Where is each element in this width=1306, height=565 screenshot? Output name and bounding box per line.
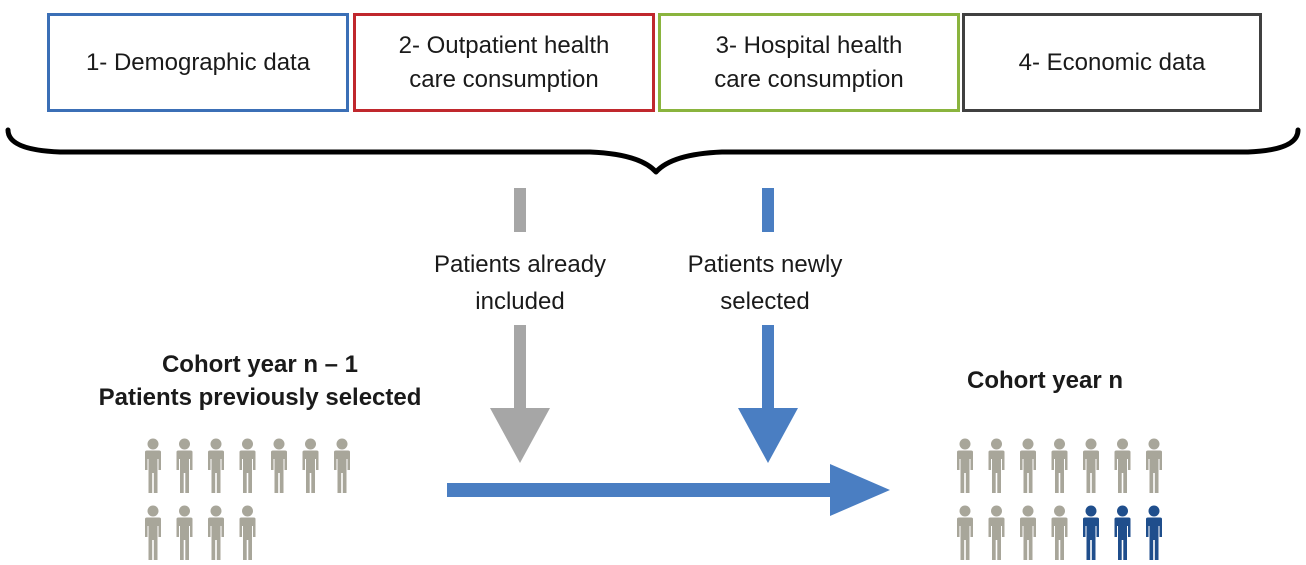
cohort-transition-arrow-head: [830, 464, 890, 516]
person-icon: [145, 438, 161, 493]
current-cohort-title-line1: Cohort year n: [966, 367, 1124, 394]
person-icon: [239, 438, 256, 493]
outpatient-consumption-label-line1: 2- Outpatient health: [398, 31, 610, 59]
new-person-icon: [1114, 505, 1131, 560]
already-included-arrow: [490, 188, 550, 463]
person-icon: [1051, 505, 1068, 560]
person-icon: [1114, 438, 1131, 493]
person-icon: [957, 505, 973, 560]
cohort-transition-arrow-shaft: [447, 483, 837, 497]
newly-selected-label-line2: selected: [720, 288, 810, 315]
already-included-arrow-shaft: [514, 325, 526, 410]
hospital-consumption-label-line1: 3- Hospital health: [715, 31, 903, 59]
cohort-transition-arrow: [447, 464, 890, 516]
person-icon: [988, 438, 1005, 493]
person-icon: [145, 505, 161, 560]
person-icon: [208, 505, 224, 560]
already-included-arrow-stub: [514, 188, 526, 232]
person-icon: [271, 438, 287, 493]
demographic-data-label: 1- Demographic data: [85, 48, 311, 76]
person-icon: [302, 438, 319, 493]
previous-cohort-title: Cohort year n – 1 Patients previously se…: [60, 348, 460, 414]
person-icon: [988, 505, 1005, 560]
newly-selected-arrow-stub: [762, 188, 774, 232]
hospital-consumption-box: 3- Hospital health care consumption: [658, 13, 960, 112]
previous-cohort-title-line1: Cohort year n – 1: [161, 351, 359, 378]
previous-cohort-title-line2: Patients previously selected: [98, 384, 422, 411]
person-icon: [176, 438, 193, 493]
person-icon: [1051, 438, 1068, 493]
already-included-arrow-head: [490, 408, 550, 463]
person-icon: [176, 505, 193, 560]
new-person-icon: [1146, 505, 1162, 560]
already-included-label-line2: included: [475, 288, 565, 315]
current-cohort-people: [957, 438, 1162, 560]
newly-selected-label-line1: Patients newly: [687, 251, 843, 278]
outpatient-consumption-label-line2: care consumption: [409, 65, 599, 93]
person-icon: [1020, 505, 1036, 560]
demographic-data-box: 1- Demographic data: [47, 13, 349, 112]
economic-data-label: 4- Economic data: [1018, 48, 1206, 76]
current-cohort-title: Cohort year n: [930, 364, 1160, 397]
newly-selected-arrow: [738, 188, 798, 463]
newly-selected-arrow-shaft: [762, 325, 774, 410]
already-included-label: Patients already included: [405, 246, 635, 320]
person-icon: [208, 438, 224, 493]
person-icon: [1020, 438, 1036, 493]
person-icon: [957, 438, 973, 493]
new-person-icon: [1083, 505, 1099, 560]
newly-selected-arrow-head: [738, 408, 798, 463]
economic-data-box: 4- Economic data: [962, 13, 1262, 112]
previous-cohort-people: [145, 438, 350, 560]
person-icon: [239, 505, 256, 560]
person-icon: [1146, 438, 1162, 493]
person-icon: [1083, 438, 1099, 493]
curly-brace: [5, 127, 1301, 175]
hospital-consumption-label-line2: care consumption: [714, 65, 904, 93]
newly-selected-label: Patients newly selected: [660, 246, 870, 320]
person-icon: [334, 438, 350, 493]
already-included-label-line1: Patients already: [433, 251, 607, 278]
outpatient-consumption-box: 2- Outpatient health care consumption: [353, 13, 655, 112]
